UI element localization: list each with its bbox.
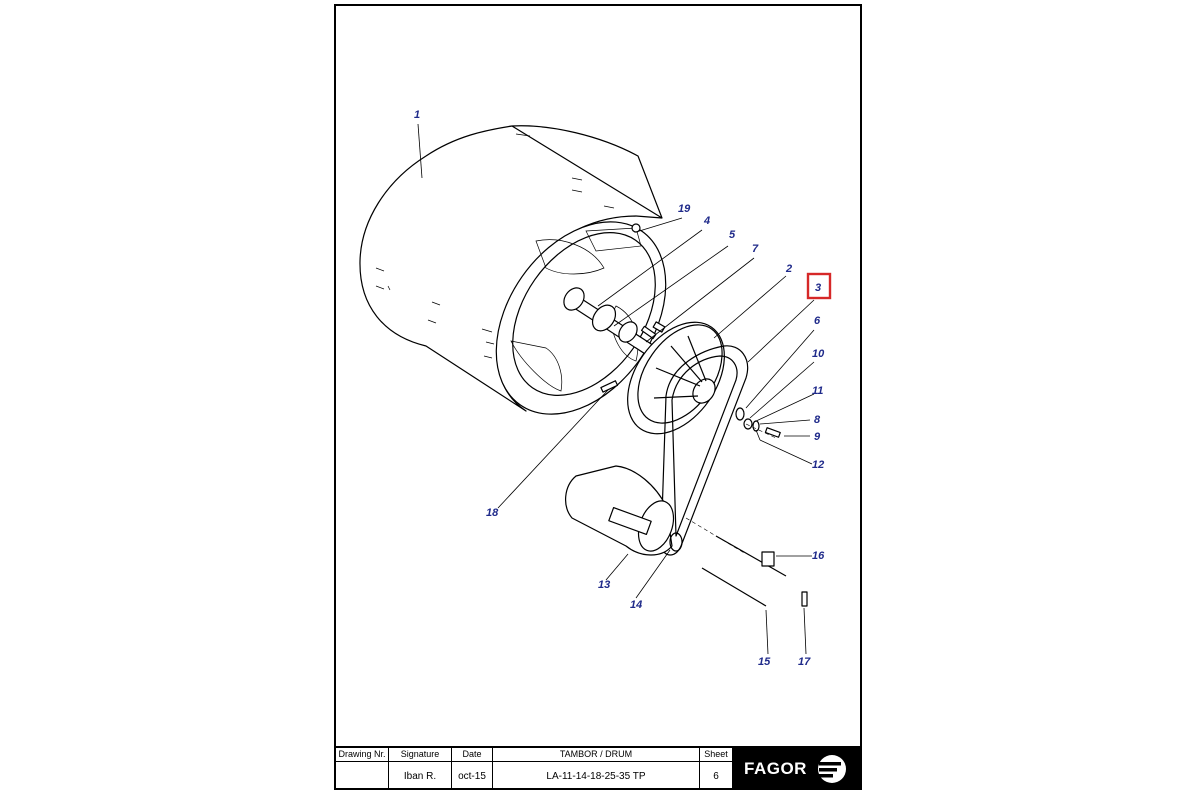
- callout-1: 1: [414, 109, 420, 121]
- callout-7: 7: [752, 243, 759, 255]
- sheet-header: Sheet: [700, 748, 732, 762]
- title-value: LA-11-14-18-25-35 TP: [546, 770, 646, 782]
- sheet-cell: Sheet 6: [700, 748, 733, 790]
- exploded-view-drawing: 1 19 4 5 7 2 3 6 10 11 8 9 12 18 16 13 1…: [359, 109, 832, 668]
- fagor-logo-icon: [817, 755, 846, 783]
- signature-cell: Signature Iban R.: [389, 748, 452, 790]
- rod-15: [701, 567, 767, 607]
- drawing-sheet: 1 19 4 5 7 2 3 6 10 11 8 9 12 18 16 13 1…: [334, 4, 862, 790]
- leader-lines: [417, 123, 815, 655]
- date-value: oct-15: [458, 770, 486, 782]
- callout-13: 13: [598, 579, 610, 591]
- washer-11: [743, 418, 753, 430]
- callout-14: 14: [630, 599, 642, 611]
- callout-18: 18: [486, 507, 499, 519]
- drawing-nr-value: [336, 762, 388, 790]
- drum-part: [359, 125, 667, 415]
- callout-5: 5: [729, 229, 736, 241]
- nut-8: [752, 420, 760, 432]
- callout-15: 15: [758, 656, 771, 668]
- bolt-9: [764, 427, 781, 438]
- shaft-assembly: [563, 287, 663, 362]
- hardware-parts: [600, 223, 808, 607]
- signature-header: Signature: [389, 748, 451, 762]
- callout-9: 9: [814, 431, 821, 443]
- title-block: Drawing Nr. Signature Iban R. Date oct-1…: [336, 746, 860, 790]
- drawing-nr-header: Drawing Nr.: [336, 748, 388, 762]
- callout-3: 3: [815, 282, 821, 294]
- drawing-nr-cell: Drawing Nr.: [336, 748, 389, 790]
- callout-10: 10: [812, 348, 825, 360]
- motor-part: [565, 465, 683, 556]
- callout-11: 11: [812, 385, 823, 397]
- pulley-part: [627, 321, 725, 435]
- callout-2: 2: [785, 263, 792, 275]
- callout-4: 4: [703, 215, 710, 227]
- bracket-16: [761, 551, 775, 567]
- pin-18: [600, 380, 619, 393]
- callout-19: 19: [678, 203, 691, 215]
- callout-3-highlight-box: [806, 272, 832, 300]
- title-header: TAMBOR / DRUM: [493, 748, 699, 762]
- signature-value: Iban R.: [403, 770, 437, 782]
- date-cell: Date oct-15: [452, 748, 493, 790]
- rod-16: [715, 535, 787, 577]
- callout-8: 8: [814, 414, 821, 426]
- callout-12: 12: [812, 459, 824, 471]
- callout-labels: 1 19 4 5 7 2 3 6 10 11 8 9 12 18 16 13 1…: [414, 109, 832, 668]
- sheet-value: 6: [713, 770, 719, 782]
- brand-logo: FAGOR: [733, 748, 860, 790]
- brand-name: FAGOR: [744, 759, 807, 778]
- washer-10: [735, 407, 745, 421]
- callout-6: 6: [814, 315, 821, 327]
- title-cell: TAMBOR / DRUM LA-11-14-18-25-35 TP: [493, 748, 700, 790]
- callout-16: 16: [812, 550, 825, 562]
- callout-17: 17: [798, 656, 811, 668]
- date-header: Date: [452, 748, 492, 762]
- screw-17: [801, 591, 808, 607]
